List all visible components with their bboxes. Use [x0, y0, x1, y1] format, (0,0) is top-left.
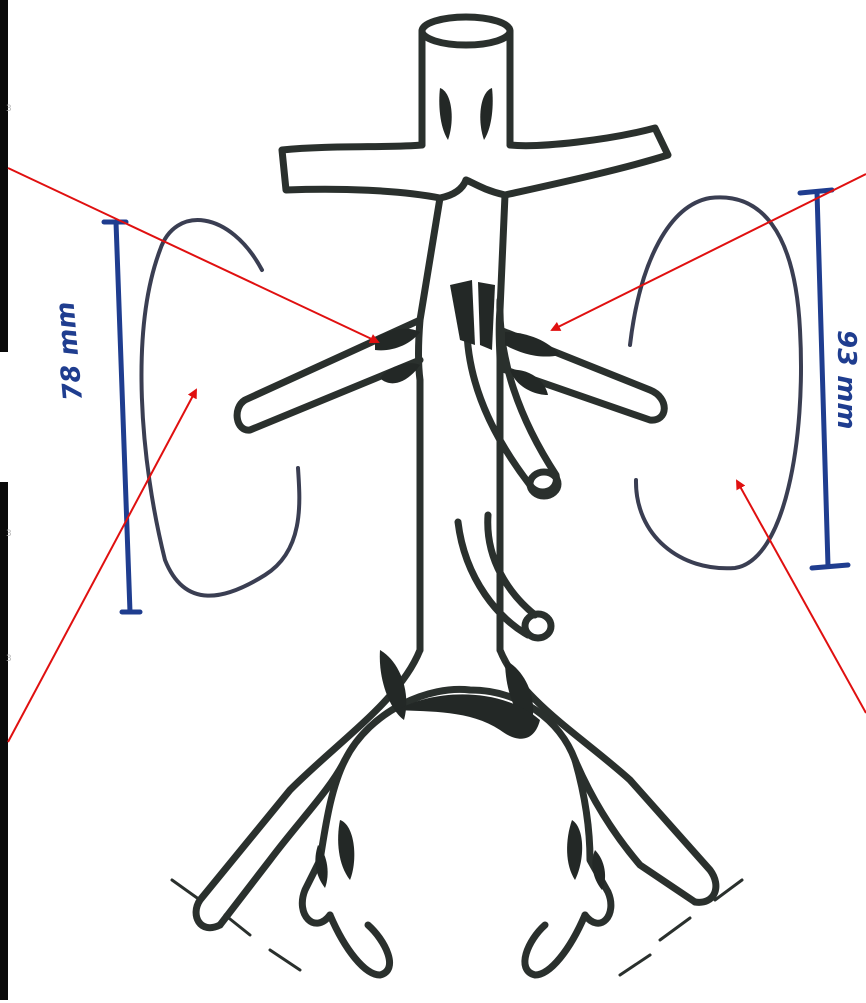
pointer-arrows [8, 168, 866, 742]
lesions [315, 88, 605, 890]
left-kidney [141, 220, 299, 596]
internal-iliac-branches [330, 915, 585, 975]
left-kidney-measurement: 78 mm [50, 222, 140, 612]
aorta-upper [422, 17, 510, 145]
iliac-arteries [196, 650, 716, 928]
arch-branches [282, 128, 668, 198]
left-kidney-length-label: 78 mm [50, 300, 89, 402]
pointer-right-kidney [737, 481, 866, 713]
cut-lines [172, 880, 742, 975]
right-kidney [630, 197, 801, 568]
right-kidney-length-label: 93 mm [831, 330, 861, 429]
right-kidney-measurement: 93 mm [800, 190, 861, 568]
